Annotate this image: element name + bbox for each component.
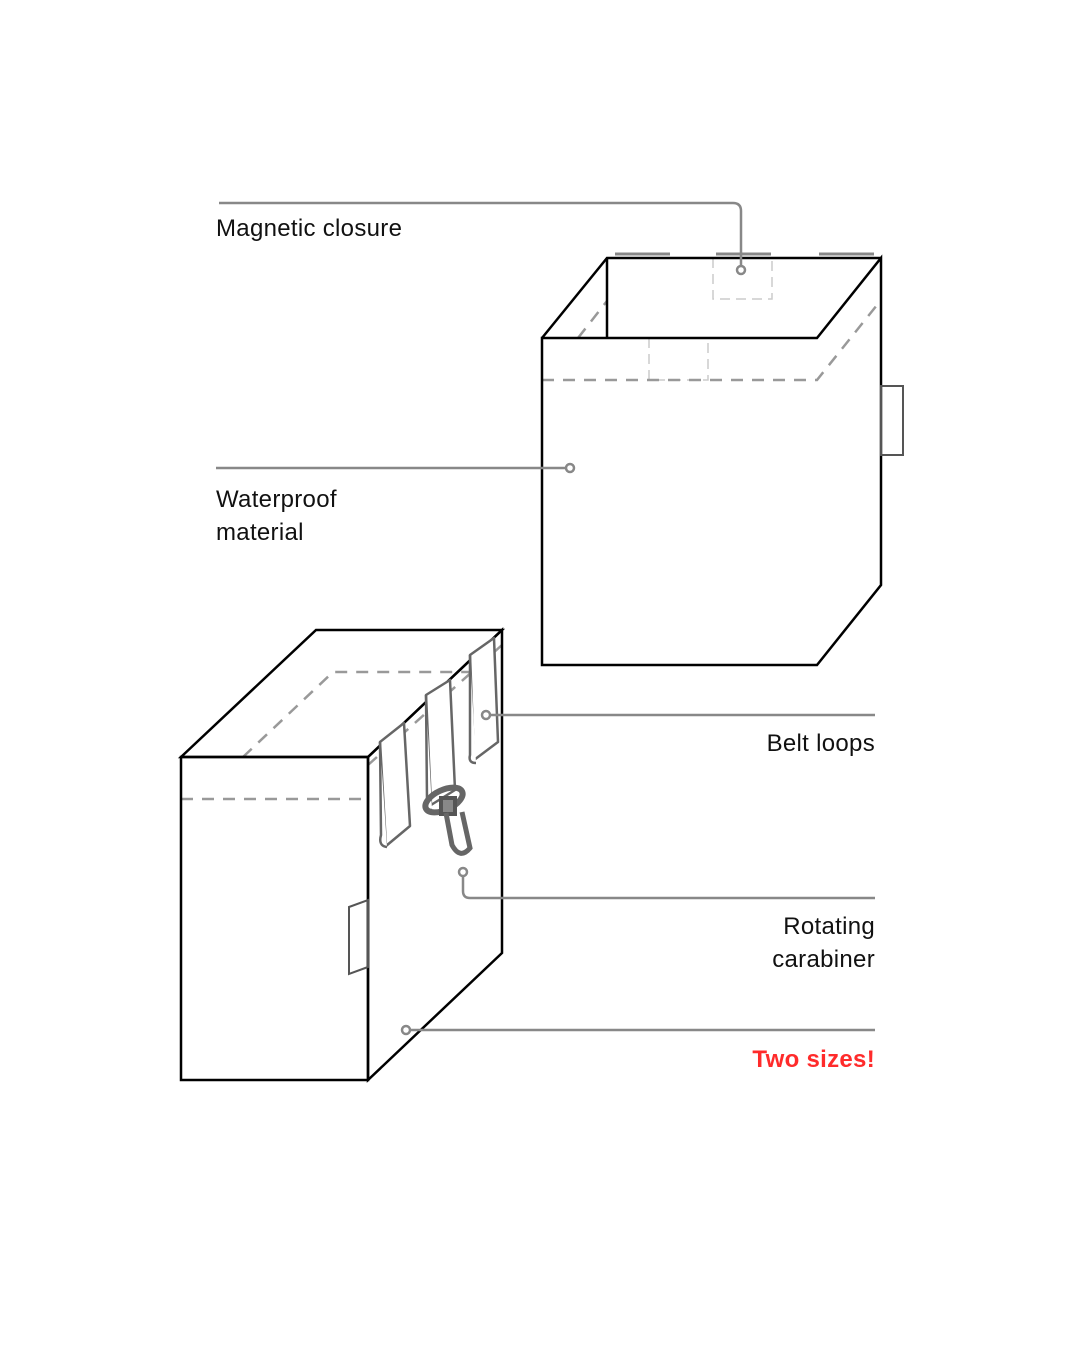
label-two-sizes: Two sizes! — [752, 1046, 875, 1073]
large-pouch — [540, 252, 904, 667]
leader-magnetic-closure — [219, 201, 743, 266]
label-carabiner-line1: Rotating — [783, 913, 875, 940]
leader-carabiner — [461, 876, 875, 900]
leader-lines — [216, 201, 875, 1036]
leader-dot — [457, 866, 469, 878]
stitch-line — [542, 299, 882, 382]
label-magnetic-closure: Magnetic closure — [216, 215, 403, 242]
leader-dot — [564, 462, 576, 474]
hidden-magnet-outlines — [648, 258, 773, 381]
leader-dot — [480, 709, 492, 721]
carabiner — [422, 784, 473, 856]
small-pouch-outline — [177, 627, 506, 1083]
large-pouch-outline — [540, 254, 883, 667]
label-waterproof-line1: Waterproof — [216, 486, 337, 513]
side-tab — [880, 385, 904, 456]
side-tab — [348, 898, 369, 976]
label-belt-loops: Belt loops — [766, 730, 875, 757]
label-carabiner-line2: carabiner — [772, 946, 875, 973]
label-waterproof-line2: material — [216, 519, 304, 546]
leader-dot — [400, 1024, 412, 1036]
belt-loops — [378, 636, 500, 849]
small-pouch — [177, 627, 506, 1083]
leader-dot — [735, 264, 747, 276]
